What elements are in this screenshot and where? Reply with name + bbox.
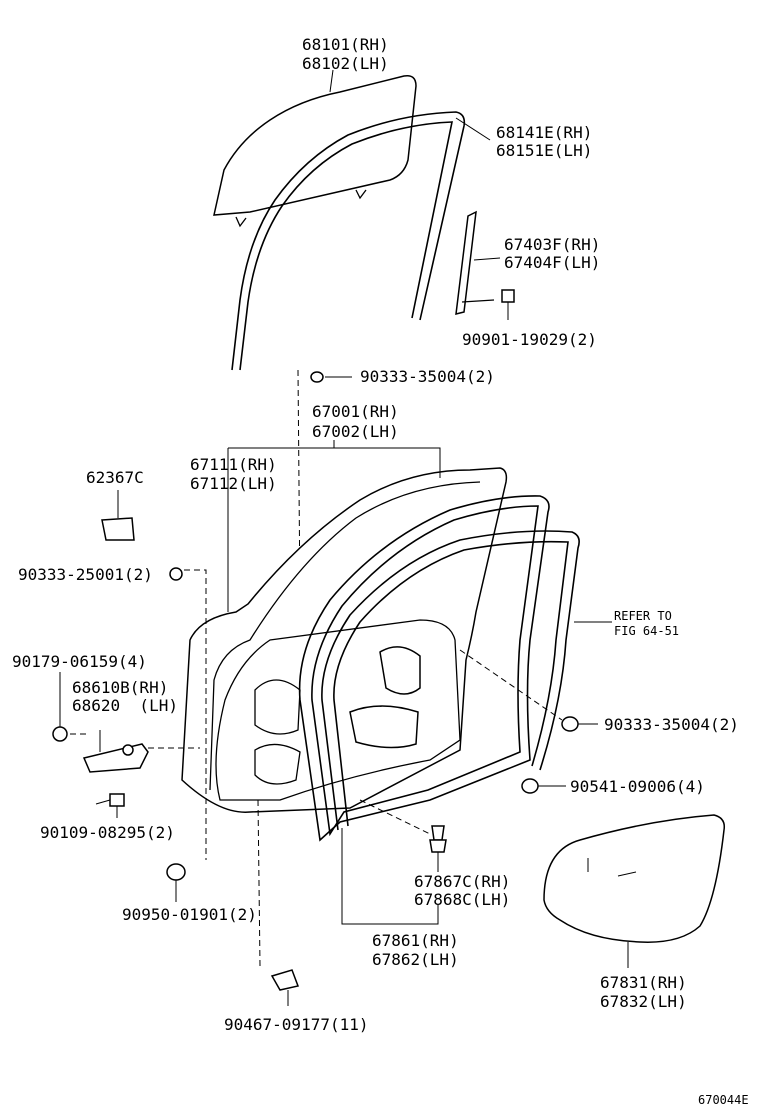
label-glass-rh: 68101(RH) — [302, 35, 389, 54]
label-door-panel-rh: 67001(RH) — [312, 402, 399, 421]
label-glass-run-lh: 68151E(LH) — [496, 141, 592, 160]
label-clip-62367c: 62367C — [86, 468, 144, 487]
label-run-channel-lh: 67404F(LH) — [504, 253, 600, 272]
label-door-outer-rh: 67111(RH) — [190, 455, 277, 474]
label-hole-plug-top: 90333-35004(2) — [360, 367, 495, 386]
label-seal-clip-lh: 67868C(LH) — [414, 890, 510, 909]
label-bolt-90109: 90109-08295(2) — [40, 823, 175, 842]
label-weatherstrip-rh: 67861(RH) — [372, 931, 459, 950]
door-glass — [213, 74, 417, 228]
label-service-cover-rh: 67831(RH) — [600, 973, 687, 992]
label-hole-plug-right: 90333-35004(2) — [604, 715, 739, 734]
label-bolt-90179: 90179-06159(4) — [12, 652, 147, 671]
hole-plug-left-icon — [169, 567, 183, 581]
label-refer-to-1: REFER TO — [614, 609, 672, 623]
label-door-panel-lh: 67002(LH) — [312, 422, 399, 441]
label-service-cover-lh: 67832(LH) — [600, 992, 687, 1011]
label-refer-to-2: FIG 64-51 — [614, 624, 679, 638]
label-clip-90467: 90467-09177(11) — [224, 1015, 369, 1034]
hole-plug-top-icon — [310, 371, 324, 383]
label-seal-clip-rh: 67867C(RH) — [414, 872, 510, 891]
seal-clip-icon — [359, 799, 447, 872]
service-hole-cover-icon — [543, 814, 726, 968]
label-weatherstrip-lh: 67862(LH) — [372, 950, 459, 969]
clip-90467-icon — [257, 799, 300, 1006]
plug-90950-icon — [166, 863, 186, 902]
label-door-check-lh: 68620 (LH) — [72, 696, 178, 715]
hole-plug-right-icon — [561, 716, 579, 732]
weatherstrip — [298, 495, 550, 842]
label-grommet-90541: 90541-09006(4) — [570, 777, 705, 796]
label-door-check-rh: 68610B(RH) — [72, 678, 168, 697]
door-inner-structure — [215, 619, 461, 801]
bolt-90179-icon — [52, 672, 68, 742]
label-run-channel-rh: 67403F(RH) — [504, 235, 600, 254]
diagram-id: 670044E — [698, 1093, 749, 1107]
label-glass-run-rh: 68141E(RH) — [496, 123, 592, 142]
screw-90901-icon — [501, 289, 515, 320]
outer-seal-ring — [321, 530, 612, 831]
label-plug-90950: 90950-01901(2) — [122, 905, 257, 924]
door-check-icon — [70, 730, 200, 773]
label-screw-90901: 90901-19029(2) — [462, 330, 597, 349]
bolt-90109-icon — [95, 793, 125, 818]
glass-run — [231, 111, 491, 371]
run-channel — [455, 210, 501, 315]
label-door-outer-lh: 67112(LH) — [190, 474, 277, 493]
label-hole-plug-left: 90333-25001(2) — [18, 565, 153, 584]
grommet-90541-icon — [521, 778, 566, 794]
label-glass-lh: 68102(LH) — [302, 54, 389, 73]
clip-62367c-icon — [101, 490, 135, 541]
